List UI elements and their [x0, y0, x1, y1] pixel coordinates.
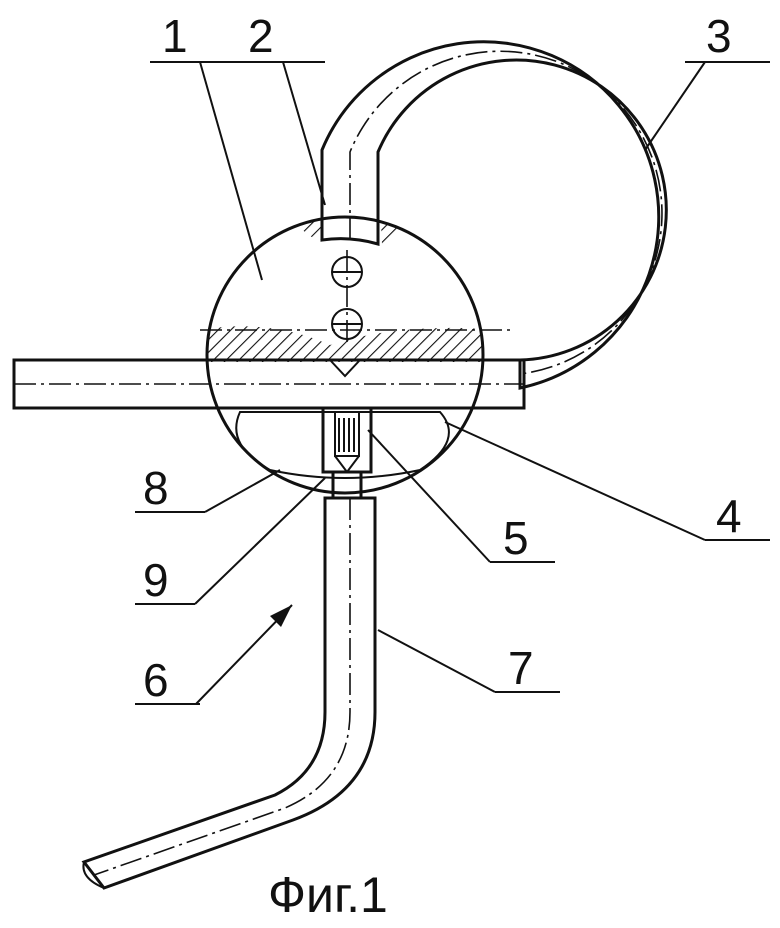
- label-9: 9: [143, 554, 169, 606]
- label-1: 1: [162, 10, 188, 62]
- label-8: 8: [143, 462, 169, 514]
- label-4: 4: [716, 490, 742, 542]
- figure-caption: Фиг.1: [268, 867, 388, 923]
- plate: [12, 358, 526, 410]
- label-6: 6: [143, 654, 169, 706]
- tube-part-7: [81, 496, 377, 890]
- arrow-part-6: [195, 604, 293, 705]
- label-7: 7: [508, 642, 534, 694]
- label-2: 2: [248, 10, 274, 62]
- leader-lines: [135, 61, 770, 705]
- hook-part-3: [320, 40, 668, 390]
- label-3: 3: [706, 10, 732, 62]
- label-5: 5: [503, 512, 529, 564]
- fitting: [321, 406, 373, 500]
